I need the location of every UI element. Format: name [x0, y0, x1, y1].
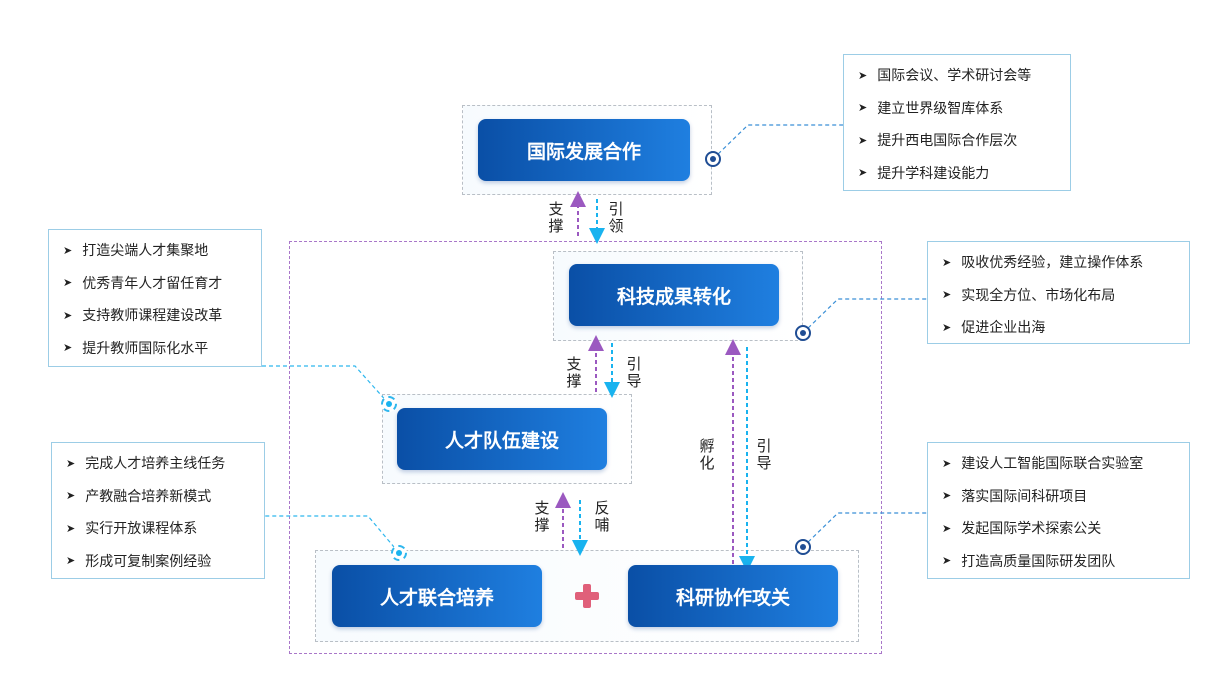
- plus-icon: [575, 584, 599, 608]
- tech-panel: ➤吸收优秀经验，建立操作体系 ➤实现全方位、市场化布局 ➤促进企业出海: [927, 241, 1190, 344]
- arrowhead-bullet-icon: ➤: [942, 288, 952, 302]
- talent-panel: ➤打造尖端人才集聚地 ➤优秀青年人才留任育才 ➤支持教师课程建设改革 ➤提升教师…: [48, 229, 262, 367]
- connector-dot-icon: [705, 151, 721, 167]
- list-item: ➤吸收优秀经验，建立操作体系: [942, 255, 1144, 272]
- list-item: ➤促进企业出海: [942, 320, 1046, 337]
- arrowhead-bullet-icon: ➤: [942, 255, 952, 269]
- intl-panel: ➤国际会议、学术研讨会等 ➤建立世界级智库体系 ➤提升西电国际合作层次 ➤提升学…: [843, 54, 1071, 191]
- list-item: ➤提升学科建设能力: [858, 165, 990, 182]
- list-item: ➤建立世界级智库体系: [858, 100, 1004, 117]
- list-item: ➤完成人才培养主线任务: [66, 456, 226, 473]
- arrowhead-bullet-icon: ➤: [858, 68, 868, 82]
- node-joint-training: 人才联合培养: [332, 565, 542, 627]
- list-item: ➤国际会议、学术研讨会等: [858, 68, 1032, 85]
- list-item: ➤实现全方位、市场化布局: [942, 287, 1116, 304]
- arrowhead-bullet-icon: ➤: [942, 489, 952, 503]
- arrowhead-bullet-icon: ➤: [942, 320, 952, 334]
- relation-support: 支撑: [566, 355, 582, 390]
- node-research: 科研协作攻关: [628, 565, 838, 627]
- arrowhead-bullet-icon: ➤: [858, 133, 868, 147]
- arrowhead-bullet-icon: ➤: [66, 554, 76, 568]
- arrowhead-bullet-icon: ➤: [942, 554, 952, 568]
- arrowhead-bullet-icon: ➤: [858, 166, 868, 180]
- arrowhead-bullet-icon: ➤: [942, 521, 952, 535]
- training-panel: ➤完成人才培养主线任务 ➤产教融合培养新模式 ➤实行开放课程体系 ➤形成可复制案…: [51, 442, 265, 579]
- node-intl-dev: 国际发展合作: [478, 119, 690, 181]
- relation-support: 支撑: [534, 499, 550, 534]
- research-panel: ➤建设人工智能国际联合实验室 ➤落实国际间科研项目 ➤发起国际学术探索公关 ➤打…: [927, 442, 1190, 579]
- list-item: ➤打造高质量国际研发团队: [942, 553, 1116, 570]
- list-item: ➤优秀青年人才留任育才: [63, 275, 223, 292]
- relation-lead: 引领: [608, 200, 624, 235]
- node-talent-team: 人才队伍建设: [397, 408, 607, 470]
- arrowhead-bullet-icon: ➤: [63, 308, 73, 322]
- arrowhead-bullet-icon: ➤: [942, 456, 952, 470]
- node-tech-transfer: 科技成果转化: [569, 264, 779, 326]
- connector-dot-icon: [795, 325, 811, 341]
- arrowhead-bullet-icon: ➤: [66, 456, 76, 470]
- list-item: ➤提升教师国际化水平: [63, 340, 209, 357]
- list-item: ➤提升西电国际合作层次: [858, 133, 1018, 150]
- list-item: ➤发起国际学术探索公关: [942, 521, 1102, 538]
- list-item: ➤实行开放课程体系: [66, 521, 198, 538]
- relation-feedback: 反哺: [594, 499, 610, 534]
- connector-dot-icon: [381, 396, 397, 412]
- list-item: ➤产教融合培养新模式: [66, 488, 212, 505]
- inner-region-frame: [289, 241, 882, 654]
- relation-support: 支撑: [548, 200, 564, 235]
- relation-incubate: 孵化: [699, 437, 715, 472]
- list-item: ➤形成可复制案例经验: [66, 553, 212, 570]
- list-item: ➤建设人工智能国际联合实验室: [942, 456, 1144, 473]
- arrowhead-bullet-icon: ➤: [63, 341, 73, 355]
- arrowhead-bullet-icon: ➤: [63, 243, 73, 257]
- connector-dot-icon: [795, 539, 811, 555]
- arrowhead-bullet-icon: ➤: [63, 276, 73, 290]
- connector-dot-icon: [391, 545, 407, 561]
- list-item: ➤落实国际间科研项目: [942, 488, 1088, 505]
- arrowhead-bullet-icon: ➤: [858, 101, 868, 115]
- list-item: ➤支持教师课程建设改革: [63, 308, 223, 325]
- arrowhead-bullet-icon: ➤: [66, 489, 76, 503]
- arrowhead-bullet-icon: ➤: [66, 521, 76, 535]
- relation-guide: 引导: [626, 355, 642, 390]
- relation-guide: 引导: [756, 437, 772, 472]
- list-item: ➤打造尖端人才集聚地: [63, 243, 209, 260]
